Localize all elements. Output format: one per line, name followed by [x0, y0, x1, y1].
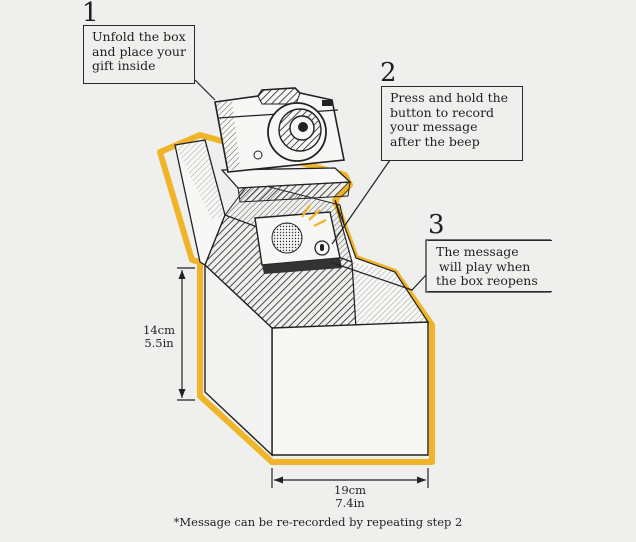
height-metric: 14cm [143, 323, 175, 337]
step-2-line-4: after the beep [390, 133, 480, 149]
box-back-flap [174, 139, 226, 266]
step-3-callout: The message will play when the box reope… [428, 240, 552, 292]
step-3-number: 3 [428, 210, 445, 240]
width-metric: 19cm [334, 483, 366, 497]
width-label: 19cm 7.4in [320, 484, 380, 510]
height-label: 14cm 5.5in [140, 324, 178, 350]
step-3-line-2: will play when [439, 258, 531, 274]
box-outline [157, 132, 435, 465]
voice-recorder [254, 204, 342, 274]
width-imperial: 7.4in [335, 496, 365, 510]
step-2-line-2: button to record [390, 104, 495, 120]
step-2-number: 2 [380, 58, 397, 88]
step-1-number: 1 [82, 0, 99, 28]
gift-base [220, 167, 352, 203]
box-front-face [204, 263, 429, 457]
step-1-callout: Unfold the box and place your gift insid… [83, 25, 195, 84]
step-2-callout: Press and hold the button to record your… [381, 86, 523, 161]
footnote: *Message can be re-recorded by repeating… [173, 515, 463, 529]
step-1-line-2: and place your [92, 43, 186, 59]
step-1-line-3: gift inside [92, 58, 156, 73]
step-2-line-1: Press and hold the [390, 90, 509, 105]
height-imperial: 5.5in [144, 336, 174, 350]
width-dimension [271, 468, 429, 488]
height-dimension [177, 267, 195, 401]
step-3-line-1: The message [436, 244, 519, 259]
step-3-line-3: the box reopens [436, 273, 538, 288]
step-1-line-1: Unfold the box [92, 29, 186, 44]
step-2-line-3: your message [390, 119, 478, 134]
speaker-grille-icon [271, 222, 303, 254]
camera-icon [214, 87, 345, 173]
